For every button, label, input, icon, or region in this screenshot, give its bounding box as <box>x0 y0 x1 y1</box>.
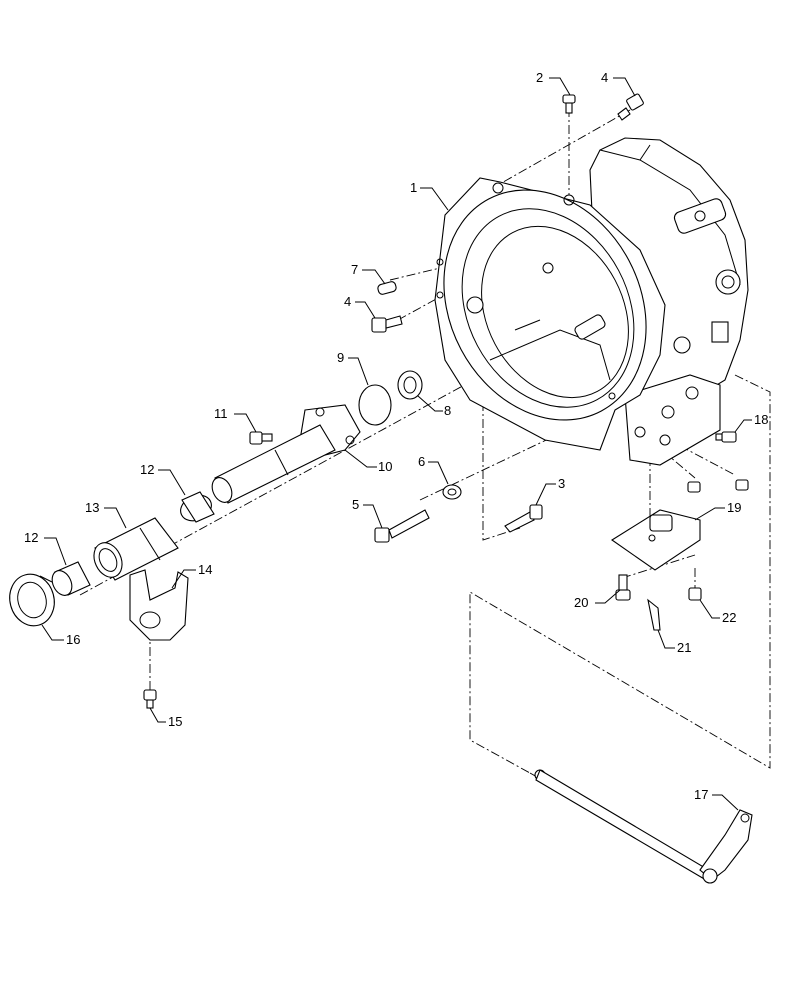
bolt-4-left <box>371 315 403 333</box>
callout-2: 2 <box>536 70 543 85</box>
leader-lines <box>41 77 752 811</box>
callout-4-left: 4 <box>344 294 351 309</box>
screw-15 <box>143 689 157 709</box>
guide-sleeve-10 <box>211 404 361 504</box>
callout-20: 20 <box>574 595 588 610</box>
callout-17: 17 <box>694 787 708 802</box>
seal-8 <box>397 370 423 400</box>
callout-6: 6 <box>418 454 425 469</box>
callout-21: 21 <box>677 640 691 655</box>
bolt-11 <box>249 431 273 445</box>
callout-11: 11 <box>214 406 228 421</box>
o-ring-9 <box>358 384 392 426</box>
callout-19: 19 <box>727 500 741 515</box>
cover-plate-19 <box>611 509 701 571</box>
callout-18: 18 <box>754 412 768 427</box>
callout-16: 16 <box>66 632 80 647</box>
callout-14: 14 <box>198 562 212 577</box>
bolt-5 <box>374 509 430 543</box>
shift-fork-14 <box>129 569 189 641</box>
callout-13: 13 <box>85 500 99 515</box>
plug-18 <box>715 431 737 443</box>
callout-15: 15 <box>168 714 182 729</box>
callout-10: 10 <box>378 459 392 474</box>
plug-22 <box>688 587 702 601</box>
screw-2 <box>562 94 576 114</box>
dowel-pin-7 <box>377 281 397 295</box>
callout-3: 3 <box>558 476 565 491</box>
bushing-12-right <box>180 491 215 523</box>
bushing-12-left <box>51 561 91 596</box>
callout-12-right: 12 <box>140 462 154 477</box>
callout-8: 8 <box>444 403 451 418</box>
callout-7: 7 <box>351 262 358 277</box>
sleeve-13 <box>93 517 179 581</box>
callout-9: 9 <box>337 350 344 365</box>
callout-22: 22 <box>722 610 736 625</box>
cotter-pin-21 <box>647 598 661 631</box>
callout-5: 5 <box>352 497 359 512</box>
bolt-3 <box>504 504 543 533</box>
callout-labels: 2 4 1 7 4 9 8 11 10 12 13 12 14 15 16 5 … <box>24 70 768 802</box>
washer-6 <box>442 484 462 500</box>
callout-4-top: 4 <box>601 70 608 85</box>
shaft-lever-17 <box>534 769 753 884</box>
bolt-20 <box>615 574 631 601</box>
fastener-small-a <box>687 481 701 493</box>
callout-12-left: 12 <box>24 530 38 545</box>
fastener-small-b <box>735 479 749 491</box>
transmission-housing <box>434 137 749 466</box>
bolt-4-top <box>617 93 644 121</box>
callout-1: 1 <box>410 180 417 195</box>
bearing-16 <box>9 573 55 627</box>
